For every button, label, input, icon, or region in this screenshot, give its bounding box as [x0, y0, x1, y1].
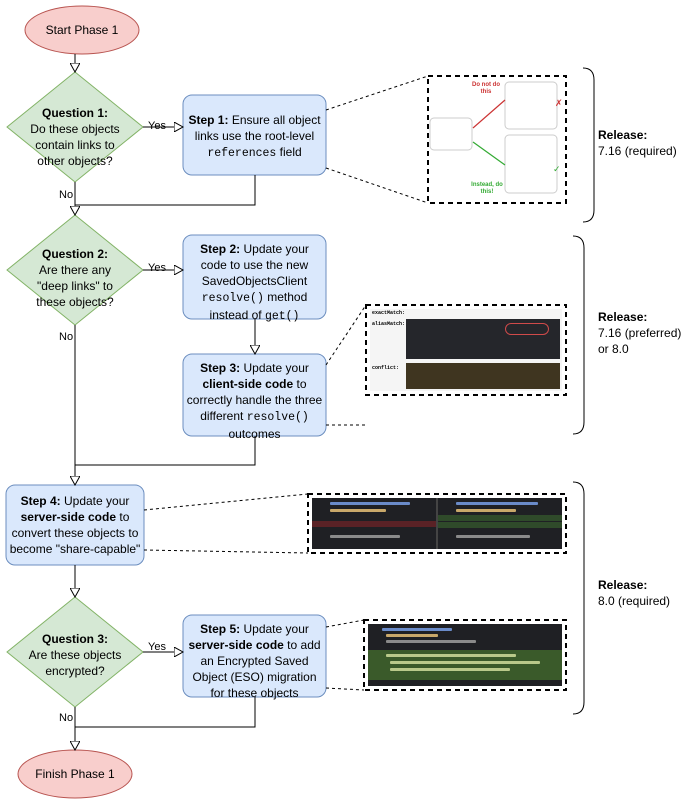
- step-4-bold: server-side code: [20, 510, 117, 524]
- screenshot-1-instead-label: Instead, do this!: [471, 182, 503, 195]
- question-1-yes: Yes: [148, 120, 166, 132]
- step-5-bold: server-side code: [188, 638, 284, 652]
- screenshot-3-label-exact: exactMatch:: [372, 310, 406, 316]
- finish-label: Finish Phase 1: [35, 767, 115, 781]
- screenshot-4-code: [330, 535, 400, 538]
- question-2-no: No: [59, 331, 74, 343]
- release-2-version-alt: or 8.0: [598, 342, 629, 356]
- screenshot-3-label-alias: aliasMatch:: [372, 321, 406, 327]
- step-1-code: references: [207, 147, 277, 160]
- step-2-text: Step 2: Update your code to use the new …: [186, 241, 323, 325]
- question-1-text: Question 1: Do these objects contain lin…: [25, 105, 125, 169]
- step-5-title: Step 5:: [200, 622, 241, 636]
- screenshot-1-do-not-label: Do not do this: [472, 82, 500, 95]
- question-3-no: No: [59, 712, 74, 724]
- step-4-title: Step 4:: [20, 494, 61, 508]
- screenshot-3-label-conflict: conflict:: [372, 365, 400, 371]
- release-2: Release: 7.16 (preferred) or 8.0: [598, 309, 681, 357]
- step-1-text: Step 1: Ensure all object links use the …: [186, 112, 323, 162]
- screenshot-3-resolve-ui: exactMatch: aliasMatch: conflict:: [370, 309, 562, 391]
- screenshot-5-code: [382, 628, 452, 631]
- screenshot-4-added-line-2: [438, 522, 562, 528]
- release-1: Release: 7.16 (required): [598, 127, 677, 159]
- step-3-text: Step 3: Update your client-side code to …: [186, 360, 323, 442]
- step-2-body-mid: method instead of: [209, 290, 308, 322]
- release-2-version: 7.16 (preferred): [598, 326, 682, 340]
- question-1-no: No: [59, 189, 74, 201]
- step-4-body-end: to convert these objects to become "shar…: [9, 510, 141, 556]
- connectors: [75, 54, 255, 750]
- question-2-title: Question 2:: [41, 247, 108, 261]
- screenshot-4-removed-line: [312, 521, 436, 527]
- question-1-title: Question 1:: [41, 106, 108, 120]
- question-3-body: Are these objects encrypted?: [28, 648, 122, 678]
- release-3-version: 8.0 (required): [598, 594, 671, 608]
- question-1-body: Do these objects contain links to other …: [30, 122, 120, 168]
- release-3-title: Release:: [598, 578, 648, 592]
- release-1-title: Release:: [598, 128, 648, 142]
- step-2-code-resolve: resolve(): [201, 292, 264, 305]
- step-5-body: Update your: [243, 622, 309, 636]
- screenshot-4-code: [456, 502, 538, 505]
- screenshot-3-alias-highlight: [505, 323, 549, 335]
- screenshot-5-code: [390, 668, 510, 671]
- step-1-body-end: field: [279, 145, 302, 159]
- step-5-text: Step 5: Update your server-side code to …: [186, 621, 323, 701]
- step-3-body-mid: to correctly handle the three different: [186, 377, 323, 423]
- screenshot-1-drawing: ✗ ✓: [429, 80, 563, 199]
- step-3-title: Step 3:: [200, 361, 241, 375]
- screenshot-4-code-diff: [312, 498, 562, 549]
- step-4-body: Update your: [63, 494, 130, 508]
- step-2-title: Step 2:: [200, 242, 241, 256]
- svg-text:✓: ✓: [553, 164, 561, 174]
- screenshot-3-conflict-panel: [406, 363, 560, 389]
- question-2-text: Question 2: Are there any "deep links" t…: [25, 246, 125, 310]
- callout-lines: [143, 75, 429, 691]
- step-4-text: Step 4: Update your server-side code to …: [9, 493, 141, 557]
- step-3-code: resolve(): [246, 411, 309, 424]
- screenshot-5-code: [368, 624, 562, 686]
- screenshot-5-code: [386, 654, 516, 657]
- step-5-body-end: to add an Encrypted Saved Object (ESO) m…: [192, 638, 321, 700]
- screenshot-4-code: [330, 509, 386, 512]
- step-3-body: Update your: [243, 361, 309, 375]
- screenshot-frames: [307, 75, 567, 691]
- step-1-body: Ensure all object links use the root-lev…: [194, 113, 321, 143]
- step-2-code-get: get(): [264, 310, 300, 323]
- step-3-body-end: outcomes: [228, 427, 281, 441]
- step-3-bold: client-side code: [202, 377, 294, 391]
- release-2-title: Release:: [598, 310, 648, 324]
- step-2-body: Update your code to use the new SavedObj…: [200, 242, 309, 288]
- question-2-body: Are there any "deep links" to these obje…: [36, 263, 114, 309]
- release-3: Release: 8.0 (required): [598, 577, 670, 609]
- screenshot-5-code: [386, 640, 476, 643]
- start-terminal: [24, 5, 140, 55]
- screenshot-5-code: [386, 634, 438, 637]
- svg-text:✗: ✗: [555, 98, 563, 108]
- screenshot-5-code: [390, 661, 540, 664]
- question-3-text: Question 3: Are these objects encrypted?: [25, 631, 125, 679]
- question-2-yes: Yes: [148, 262, 166, 274]
- screenshot-4-divider: [436, 498, 438, 549]
- question-3-title: Question 3:: [41, 632, 108, 646]
- start-label: Start Phase 1: [45, 23, 119, 37]
- screenshot-4-code: [330, 502, 410, 505]
- question-3-yes: Yes: [148, 641, 166, 653]
- screenshot-4-code: [456, 535, 530, 538]
- screenshot-3-alias-panel: [406, 319, 560, 359]
- screenshot-4-code: [456, 509, 516, 512]
- step-1-title: Step 1:: [188, 113, 229, 127]
- release-1-version: 7.16 (required): [598, 144, 677, 158]
- screenshot-4-added-line-1: [438, 515, 562, 521]
- release-brackets: [572, 67, 595, 715]
